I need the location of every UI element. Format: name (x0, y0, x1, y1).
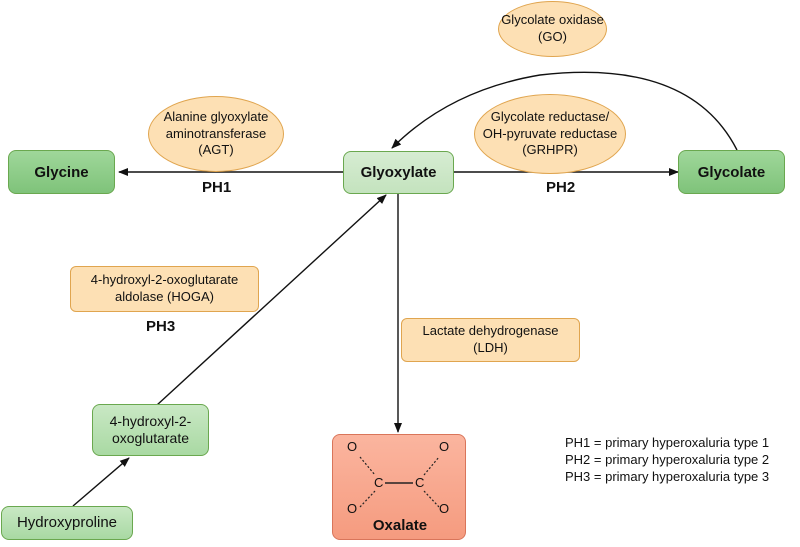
enzyme-grhpr-line1: Glycolate reductase/ (490, 108, 610, 124)
oxalate-o-top-left: O (347, 439, 358, 454)
enzyme-ldh-line1: Lactate dehydrogenase (422, 323, 559, 339)
oxalate-o-bottom-left: O (347, 501, 358, 516)
arrow-hydroxyproline-to-oxoglutarate (72, 457, 130, 507)
label-ph3: PH3 (146, 318, 176, 335)
enzyme-agt-abbrev: (AGT) (198, 142, 234, 158)
node-glycolate: Glycolate (678, 150, 785, 194)
legend: PH1 = primary hyperoxaluria type 1 PH2 =… (565, 434, 769, 485)
node-oxalate-label: Oxalate (372, 517, 428, 534)
label-ph2: PH2 (546, 179, 576, 196)
enzyme-ldh: Lactate dehydrogenase (LDH) (401, 318, 580, 362)
oxalate-c-right: C (415, 475, 425, 490)
enzyme-glycolate-oxidase: Glycolate oxidase (GO) (498, 1, 607, 57)
enzyme-grhpr-abbrev: (GRHPR) (522, 142, 578, 158)
enzyme-go-name: Glycolate oxidase (501, 12, 604, 28)
node-oxoglutarate-line1: 4-hydroxyl-2- (109, 412, 192, 429)
node-glycolate-label: Glycolate (697, 163, 766, 181)
legend-ph2: PH2 = primary hyperoxaluria type 2 (565, 452, 770, 467)
node-oxoglutarate: 4-hydroxyl-2- oxoglutarate (92, 404, 209, 456)
enzyme-ldh-line2: (LDH) (473, 340, 508, 355)
enzyme-hoga-line2: aldolase (HOGA) (115, 289, 214, 304)
node-glycine-label: Glycine (34, 163, 89, 181)
node-glycine: Glycine (8, 150, 115, 194)
oxalate-c-left: C (374, 475, 384, 490)
oxalate-structure (359, 456, 440, 508)
label-ph1: PH1 (202, 179, 232, 196)
enzyme-hoga: 4-hydroxyl-2-oxoglutarate aldolase (HOGA… (70, 266, 259, 312)
enzyme-agt: Alanine glyoxylate aminotransferase (AGT… (148, 96, 284, 172)
oxalate-o-bottom-right: O (439, 501, 450, 516)
enzyme-agt-line2: aminotransferase (165, 125, 267, 141)
legend-ph3: PH3 = primary hyperoxaluria type 3 (565, 469, 770, 484)
enzyme-hoga-line1: 4-hydroxyl-2-oxoglutarate (90, 272, 239, 288)
enzyme-agt-line1: Alanine glyoxylate (163, 108, 269, 124)
arrow-glycolate-to-glyoxylate (391, 71, 738, 151)
node-hydroxyproline: Hydroxyproline (1, 506, 133, 540)
legend-ph1: PH1 = primary hyperoxaluria type 1 (565, 435, 770, 450)
enzyme-grhpr-line2: OH-pyruvate reductase (482, 125, 618, 141)
node-glyoxylate-label: Glyoxylate (360, 164, 437, 181)
enzyme-go-abbrev: (GO) (538, 29, 567, 44)
oxalate-o-top-right: O (439, 439, 450, 454)
arrow-oxoglutarate-to-glyoxylate (156, 194, 387, 406)
enzyme-grhpr: Glycolate reductase/ OH-pyruvate reducta… (474, 94, 626, 174)
node-oxalate: O O C C O O Oxalate (332, 434, 466, 540)
node-glyoxylate: Glyoxylate (343, 151, 454, 194)
node-hydroxyproline-label: Hydroxyproline (16, 513, 118, 531)
node-oxoglutarate-line2: oxoglutarate (111, 430, 190, 446)
